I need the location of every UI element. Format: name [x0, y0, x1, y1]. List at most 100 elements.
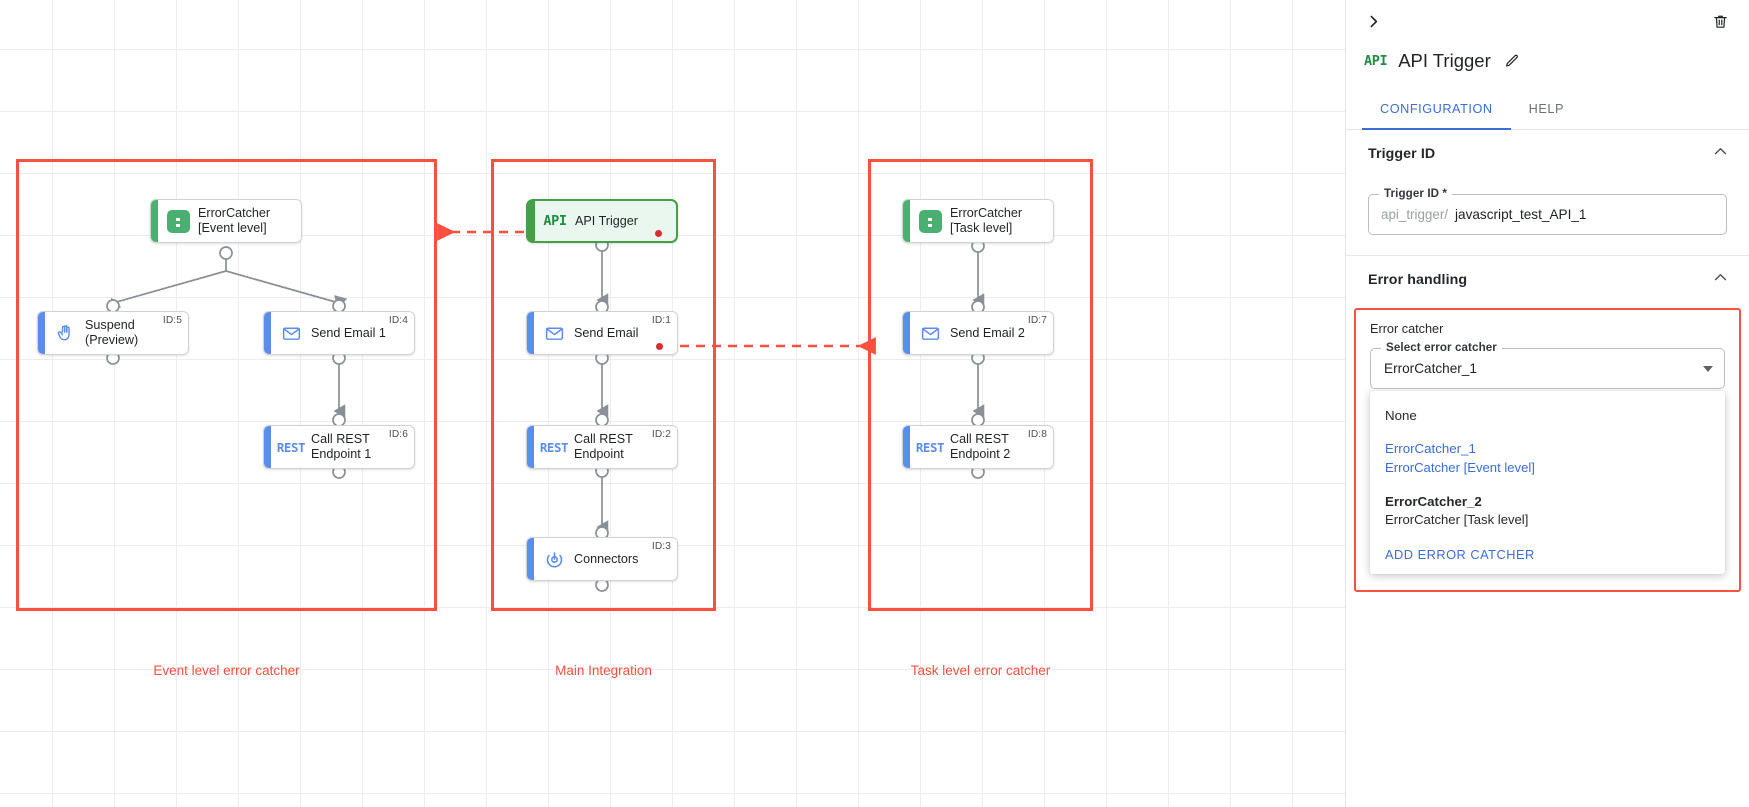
- node-id-badge: ID:4: [388, 315, 408, 326]
- error-catcher-dropdown-menu: None ErrorCatcher_1 ErrorCatcher [Event …: [1370, 391, 1725, 574]
- group-caption-main-integration: Main Integration: [555, 663, 652, 678]
- node-call-rest-endpoint[interactable]: REST Call REST Endpoint ID:2: [526, 425, 678, 469]
- node-label: Suspend (Preview): [85, 318, 139, 347]
- menu-item-secondary: ErrorCatcher [Event level]: [1385, 459, 1535, 475]
- menu-item-primary: ErrorCatcher_2: [1385, 493, 1482, 509]
- panel-toolbar: [1346, 0, 1749, 40]
- node-accent-bar: [527, 538, 534, 580]
- tab-help[interactable]: HELP: [1528, 102, 1564, 116]
- group-caption-event-level: Event level error catcher: [153, 663, 300, 678]
- workflow-canvas[interactable]: Event level error catcher Main Integrati…: [0, 0, 1345, 807]
- chevron-down-icon[interactable]: [1703, 365, 1713, 372]
- section-title: Error handling: [1368, 272, 1468, 288]
- node-call-rest-endpoint-2[interactable]: REST Call REST Endpoint 2 ID:8: [902, 425, 1054, 469]
- page-title: API Trigger: [1398, 50, 1491, 71]
- node-label: Send Email: [574, 325, 639, 340]
- section-header-error-handling[interactable]: Error handling: [1346, 256, 1749, 304]
- node-call-rest-endpoint-1[interactable]: REST Call REST Endpoint 1 ID:6: [263, 425, 415, 469]
- trigger-id-prefix: api_trigger/: [1381, 207, 1448, 222]
- section-header-trigger-id[interactable]: Trigger ID: [1346, 130, 1749, 178]
- pencil-icon[interactable]: [1502, 51, 1522, 71]
- group-frame-task-level[interactable]: [868, 159, 1093, 611]
- api-icon: API: [543, 213, 567, 229]
- node-accent-bar: [264, 312, 271, 354]
- node-label: Send Email 1: [311, 325, 386, 340]
- group-frame-main-integration[interactable]: [491, 159, 716, 611]
- error-catcher-icon: [158, 209, 198, 233]
- node-send-email-2[interactable]: Send Email 2 ID:7: [902, 311, 1054, 355]
- node-accent-bar: [151, 200, 158, 242]
- section-divider: [1346, 255, 1749, 256]
- node-accent-bar: [264, 426, 271, 468]
- group-frame-event-level[interactable]: [16, 159, 437, 611]
- add-error-catcher-button[interactable]: ADD ERROR CATCHER: [1385, 546, 1535, 562]
- node-error-catcher-task-level[interactable]: ErrorCatcher [Task level]: [902, 199, 1054, 243]
- tab-configuration[interactable]: CONFIGURATION: [1362, 90, 1511, 130]
- trigger-id-input[interactable]: Trigger ID * api_trigger/ javascript_tes…: [1368, 187, 1727, 235]
- chevron-up-icon[interactable]: [1712, 143, 1729, 165]
- node-id-badge: ID:5: [162, 315, 182, 326]
- menu-item-errorcatcher-1[interactable]: ErrorCatcher_1 ErrorCatcher [Event level…: [1370, 432, 1725, 484]
- node-label: ErrorCatcher [Event level]: [198, 206, 271, 235]
- rest-icon: REST: [915, 439, 945, 455]
- select-error-catcher[interactable]: Select error catcher ErrorCatcher_1: [1370, 341, 1725, 389]
- node-id-badge: ID:7: [1027, 315, 1047, 326]
- envelope-icon: [910, 323, 950, 344]
- envelope-icon: [534, 323, 574, 344]
- node-api-trigger[interactable]: API API Trigger: [526, 199, 678, 243]
- node-accent-bar: [903, 200, 910, 242]
- group-caption-task-level: Task level error catcher: [910, 663, 1051, 678]
- trigger-id-value: javascript_test_API_1: [1455, 207, 1587, 222]
- envelope-icon: [271, 323, 311, 344]
- node-id-badge: ID:3: [651, 541, 671, 552]
- node-accent-bar: [527, 312, 534, 354]
- node-accent-bar: [903, 312, 910, 354]
- error-catcher-title: Error catcher: [1370, 322, 1444, 336]
- node-send-email-1[interactable]: Send Email 1 ID:4: [263, 311, 415, 355]
- select-error-catcher-label: Select error catcher: [1381, 341, 1502, 354]
- node-label: Call REST Endpoint 1: [311, 432, 372, 461]
- panel-tabs: CONFIGURATION HELP: [1346, 90, 1749, 130]
- menu-item-errorcatcher-2[interactable]: ErrorCatcher_2 ErrorCatcher [Task level]: [1370, 485, 1725, 537]
- chevron-right-icon[interactable]: [1360, 8, 1386, 34]
- node-accent-bar: [528, 201, 535, 241]
- node-id-badge: ID:8: [1027, 429, 1047, 440]
- node-accent-bar: [527, 426, 534, 468]
- panel-title-row: API API Trigger: [1346, 40, 1749, 80]
- node-error-catcher-event-level[interactable]: ErrorCatcher [Event level]: [150, 199, 302, 243]
- select-error-catcher-value: ErrorCatcher_1: [1384, 361, 1477, 376]
- node-label: Send Email 2: [950, 325, 1025, 340]
- properties-panel: API API Trigger CONFIGURATION HELP Trigg…: [1345, 0, 1749, 807]
- connectors-icon: [534, 549, 574, 570]
- node-id-badge: ID:2: [651, 429, 671, 440]
- menu-item-none[interactable]: None: [1370, 399, 1725, 432]
- node-label: Call REST Endpoint 2: [950, 432, 1011, 461]
- api-icon: API: [1364, 53, 1388, 69]
- node-connectors[interactable]: Connectors ID:3: [526, 537, 678, 581]
- error-catcher-box: Error catcher Select error catcher Error…: [1354, 308, 1741, 592]
- node-accent-bar: [38, 312, 45, 354]
- node-label: API Trigger: [575, 213, 638, 228]
- trigger-id-field-wrap: Trigger ID * api_trigger/ javascript_tes…: [1346, 178, 1749, 255]
- node-suspend[interactable]: Suspend (Preview) ID:5: [37, 311, 189, 355]
- hand-icon: [45, 323, 85, 343]
- trigger-id-label: Trigger ID *: [1379, 187, 1453, 200]
- menu-item-primary: ErrorCatcher_1: [1385, 441, 1476, 457]
- node-error-indicator: [656, 343, 663, 350]
- menu-item-secondary: ErrorCatcher [Task level]: [1385, 511, 1529, 527]
- chevron-up-icon[interactable]: [1712, 269, 1729, 291]
- node-accent-bar: [903, 426, 910, 468]
- rest-icon: REST: [539, 439, 569, 455]
- node-send-email[interactable]: Send Email ID:1: [526, 311, 678, 355]
- rest-icon: REST: [276, 439, 306, 455]
- node-id-badge: ID:1: [651, 315, 671, 326]
- error-catcher-icon: [910, 209, 950, 233]
- node-id-badge: ID:6: [388, 429, 408, 440]
- node-label: ErrorCatcher [Task level]: [950, 206, 1023, 235]
- menu-item-primary: None: [1385, 408, 1417, 423]
- node-error-indicator: [655, 230, 662, 237]
- trash-icon[interactable]: [1707, 8, 1733, 34]
- node-label: Connectors: [574, 551, 639, 566]
- node-label: Call REST Endpoint: [574, 432, 633, 461]
